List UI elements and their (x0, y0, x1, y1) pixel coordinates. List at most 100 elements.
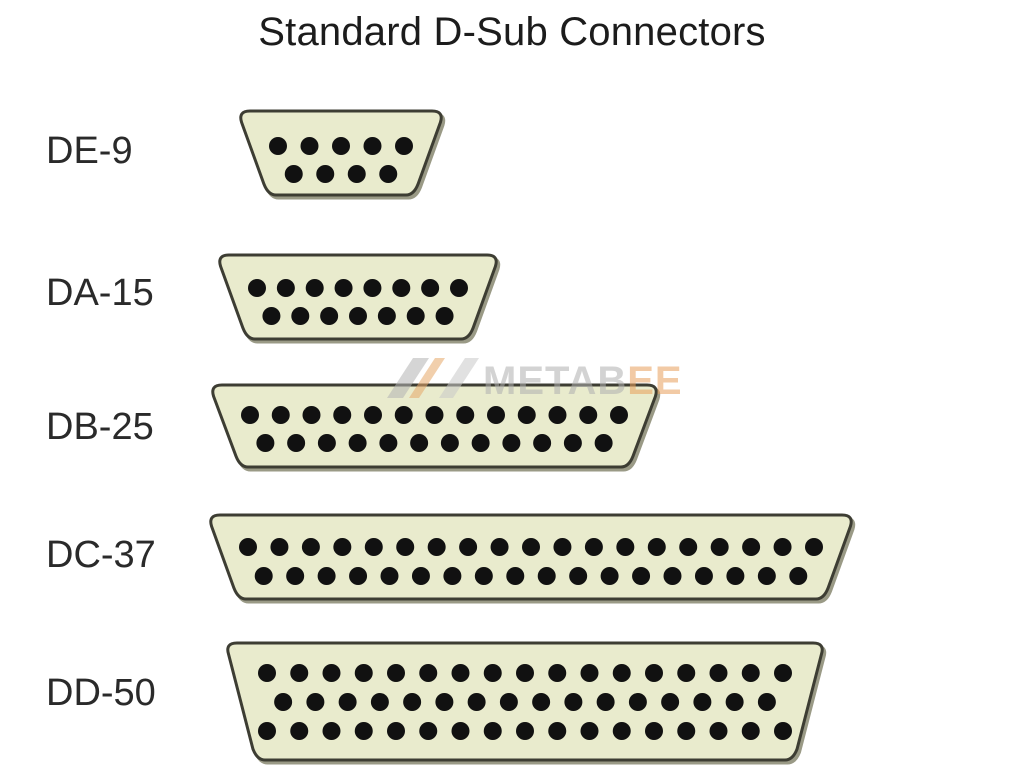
connector-pin (710, 538, 729, 556)
connector-pin (290, 664, 309, 682)
connector-pin (789, 567, 808, 585)
connector-pin (300, 137, 319, 155)
connector-row: DB-25 (0, 0, 1024, 472)
connector-pin (316, 165, 335, 183)
connector-shell-db-25 (207, 382, 662, 472)
connector-pin (645, 664, 663, 682)
connector-pin (387, 664, 405, 682)
connector-pin (610, 406, 628, 424)
connector-pin (435, 307, 454, 325)
connector-pin (317, 434, 336, 452)
connector-pin (274, 693, 293, 711)
connector-pin (332, 137, 350, 155)
shell-outline (218, 253, 498, 341)
connector-pin (276, 279, 295, 297)
connector-pin (286, 567, 305, 585)
connector-pin (354, 664, 373, 682)
connector-pin (645, 722, 663, 740)
connector-pin (579, 406, 598, 424)
connector-pin (459, 538, 478, 556)
connector-pin (239, 538, 257, 556)
connector-pin (584, 538, 603, 556)
connector-pin (262, 307, 281, 325)
connector-pin (474, 567, 493, 585)
connector-pin (677, 722, 696, 740)
shell-outline (226, 641, 824, 762)
connector-pin (483, 664, 502, 682)
connector-pin (502, 434, 521, 452)
connector-pin (647, 538, 666, 556)
connector-pin (522, 538, 540, 556)
connector-shell-dd-50 (222, 640, 828, 765)
connector-pin (379, 165, 398, 183)
connector-pin (553, 538, 572, 556)
connector-pin (411, 567, 430, 585)
connector-pin (334, 279, 353, 297)
connector-pin (693, 693, 712, 711)
connector-row: DA-15 (0, 0, 1024, 344)
connector-pin (440, 434, 459, 452)
connector-pin (306, 693, 325, 711)
connector-shell-dc-37 (205, 512, 857, 604)
connector-pin (435, 693, 454, 711)
shell-outline (211, 383, 658, 469)
connector-pin (471, 434, 490, 452)
connector-pin (379, 434, 398, 452)
connector-pin (317, 567, 336, 585)
connector-pin (406, 307, 425, 325)
connector-pin (773, 538, 792, 556)
connector-pin (370, 693, 389, 711)
connector-pin (725, 693, 744, 711)
connector-pin (600, 567, 619, 585)
connector-pin (563, 434, 582, 452)
connector-pin (322, 664, 341, 682)
connector-pin (419, 664, 438, 682)
connector-pin (742, 538, 761, 556)
connector-pin (451, 664, 470, 682)
shell-outline (209, 513, 853, 601)
connector-pin (322, 722, 341, 740)
connector-pin (395, 137, 413, 155)
connector-pin (258, 722, 276, 740)
connector-pin (364, 538, 383, 556)
connector-pin (516, 722, 534, 740)
connector-pin (487, 406, 505, 424)
connector-pin (377, 307, 396, 325)
connector-pin (387, 722, 405, 740)
connector-pin (548, 722, 567, 740)
connector-pin (537, 567, 556, 585)
connector-pin (338, 693, 357, 711)
connector-pin (301, 538, 320, 556)
connector-pin (548, 406, 567, 424)
connector-pin (517, 406, 536, 424)
connector-pin (403, 693, 422, 711)
connector-pin (349, 567, 368, 585)
connector-pin (291, 307, 310, 325)
connector-pin (774, 722, 792, 740)
connector-pin (364, 406, 382, 424)
connector-label-da-15: DA-15 (46, 272, 154, 314)
connector-pin (628, 693, 647, 711)
connector-pin (290, 722, 309, 740)
connector-pin (380, 567, 399, 585)
connector-pin (741, 664, 760, 682)
connector-pin (456, 406, 475, 424)
connector-pin (580, 664, 599, 682)
connector-pin (271, 406, 290, 424)
connector-pin (616, 538, 635, 556)
connector-pin (425, 406, 444, 424)
connector-pin (443, 567, 462, 585)
connector-pin (805, 538, 823, 556)
connector-pin (305, 279, 324, 297)
connector-shell-de-9 (235, 108, 447, 200)
connector-pin (741, 722, 760, 740)
connector-label-dd-50: DD-50 (46, 672, 156, 714)
connector-pin (726, 567, 745, 585)
connector-pin (248, 279, 266, 297)
connector-pin (450, 279, 468, 297)
connector-pin (254, 567, 273, 585)
connector-pin (661, 693, 680, 711)
connector-pin (451, 722, 470, 740)
connector-pin (596, 693, 615, 711)
